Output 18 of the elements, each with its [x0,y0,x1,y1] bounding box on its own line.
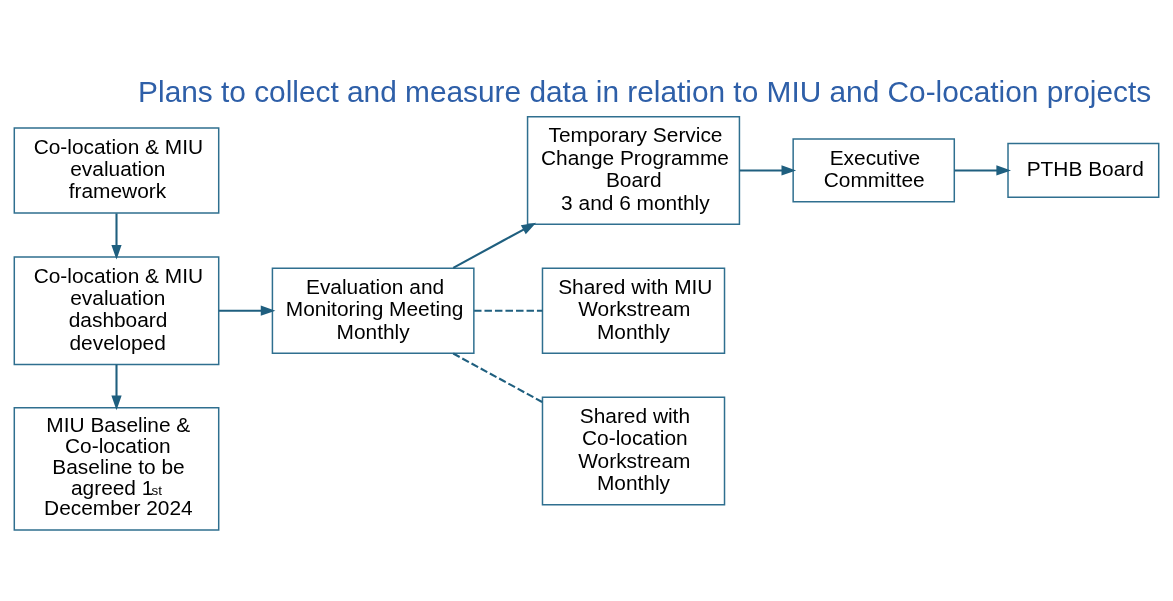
connector [452,352,543,403]
arrow [218,305,276,316]
node-box: Co-location & MIU evaluation framework [13,126,220,214]
arrow [739,164,797,176]
node-box: Shared with Co-location Workstream Monthly [541,396,726,505]
node-box: Co-location & MIU evaluation dashboard developed [13,255,220,365]
node-box: Evaluation and Monitoring Meeting Monthly [271,266,475,354]
arrow [452,222,537,269]
diagram-title: Plans to collect and measure data in relation to MIU and Co-location projects [138,74,1152,108]
node-box: Temporary Service Change Programme Board 3 and 6 monthly [526,115,741,225]
node-box: Shared with MIU Workstream Monthly [541,266,726,354]
node-box: Executive Committee [792,137,956,203]
node-box: MIU Baseline & Co-location Baseline to be agreed 1st December 2024 [13,406,220,531]
arrow [111,364,122,410]
arrow [954,164,1012,176]
connector [474,309,543,312]
arrow [111,212,122,260]
node-box: PTHB Board [1007,142,1160,198]
